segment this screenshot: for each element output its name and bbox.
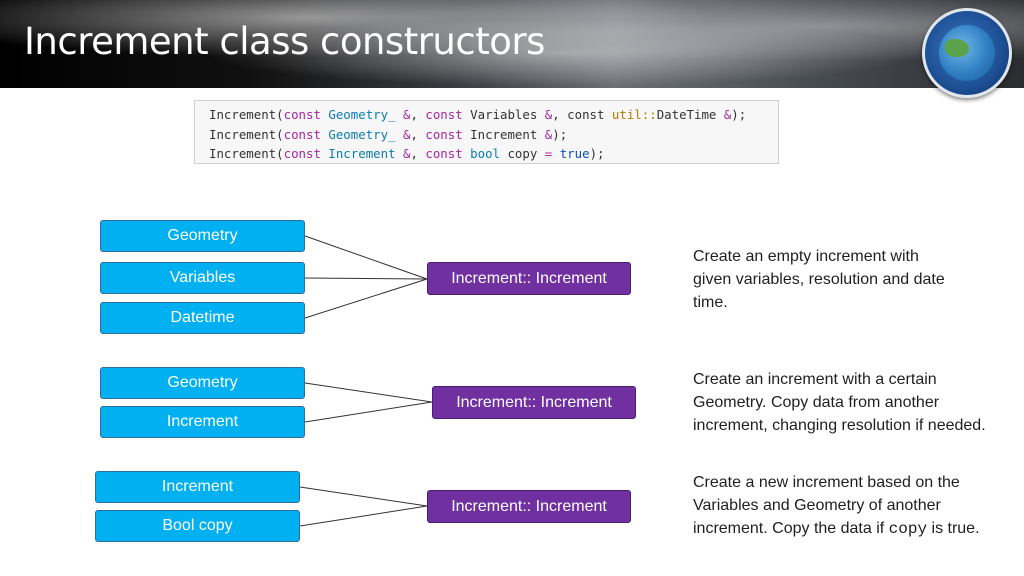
code-text: , [410,107,426,122]
description-line: time. [693,294,728,311]
description-text: is true. [927,520,980,537]
code-operator: & [723,107,732,122]
code-text: Increment [462,126,545,142]
input-geometry: Geometry [100,220,305,252]
constructor-box: Increment:: Increment [427,490,631,523]
input-variables: Variables [100,262,305,294]
code-type: bool [470,146,501,161]
code-namespace: util:: [611,107,657,122]
description-line: given variables, resolution and date [693,271,945,288]
code-text: Increment( [209,107,284,122]
input-bool-copy: Bool copy [95,510,300,542]
connector-line [304,277,428,280]
description-text: increment. Copy the data if [693,520,889,537]
input-increment: Increment [95,471,300,503]
code-keyword: const [425,146,463,161]
jcsda-logo [922,8,1012,98]
code-line-2: Increment(const Geometry_ &, const Incre… [209,125,778,145]
description-line: Geometry. Copy data from another [693,394,940,411]
constructor-box: Increment:: Increment [427,262,631,295]
code-text: Variables [462,107,545,122]
code-type: Geometry_ [328,126,396,142]
code-text: ); [552,126,568,142]
code-text: ); [589,146,605,161]
description-line: Create a new increment based on the [693,474,960,491]
continent-shape [945,39,969,57]
connector-line [304,401,433,423]
code-keyword: const [283,126,321,142]
code-keyword: const [283,107,321,122]
code-text: , const [552,107,612,122]
connector-line [304,235,428,280]
constructor-box: Increment:: Increment [432,386,636,419]
code-operator: & [403,126,411,142]
code-operator: & [403,107,411,122]
description-2: Create an increment with a certain Geome… [693,368,986,437]
description-line: increment, changing resolution if needed… [693,417,986,434]
slide-title: Increment class constructors [24,20,545,63]
code-operator: & [544,107,553,122]
description-line: Create an empty increment with [693,248,919,265]
connector-line [304,278,428,319]
code-text: DateTime [656,107,724,122]
description-1: Create an empty increment with given var… [693,245,945,314]
code-type: Geometry_ [328,107,396,122]
code-keyword: const [425,107,463,122]
description-line: increment. Copy the data if copy is true… [693,517,980,541]
description-line: Create an increment with a certain [693,371,937,388]
code-operator: = [544,146,553,161]
code-keyword: const [425,126,463,142]
input-increment: Increment [100,406,305,438]
code-operator: & [403,146,411,161]
connector-line [304,382,433,403]
code-text: Increment( [209,126,284,142]
code-line-1: Increment(const Geometry_ &, const Varia… [209,105,778,125]
title-banner: Increment class constructors [0,0,1024,98]
code-text: Increment( [209,146,284,161]
description-3: Create a new increment based on the Vari… [693,471,980,541]
code-literal: true [559,146,590,161]
code-type: Increment [328,146,396,161]
connector-line [299,505,428,527]
code-snippet: Increment(const Geometry_ &, const Varia… [194,100,779,164]
inline-code: copy [888,520,928,538]
connector-line [299,486,428,507]
input-datetime: Datetime [100,302,305,334]
code-operator: & [544,126,553,142]
code-keyword: const [283,146,321,161]
description-line: Variables and Geometry of another [693,497,941,514]
input-geometry: Geometry [100,367,305,399]
code-text: , [410,126,426,142]
code-line-3: Increment(const Increment &, const bool … [209,144,778,164]
code-text: , [410,146,426,161]
code-text: ); [731,107,747,122]
code-text: copy [500,146,545,161]
